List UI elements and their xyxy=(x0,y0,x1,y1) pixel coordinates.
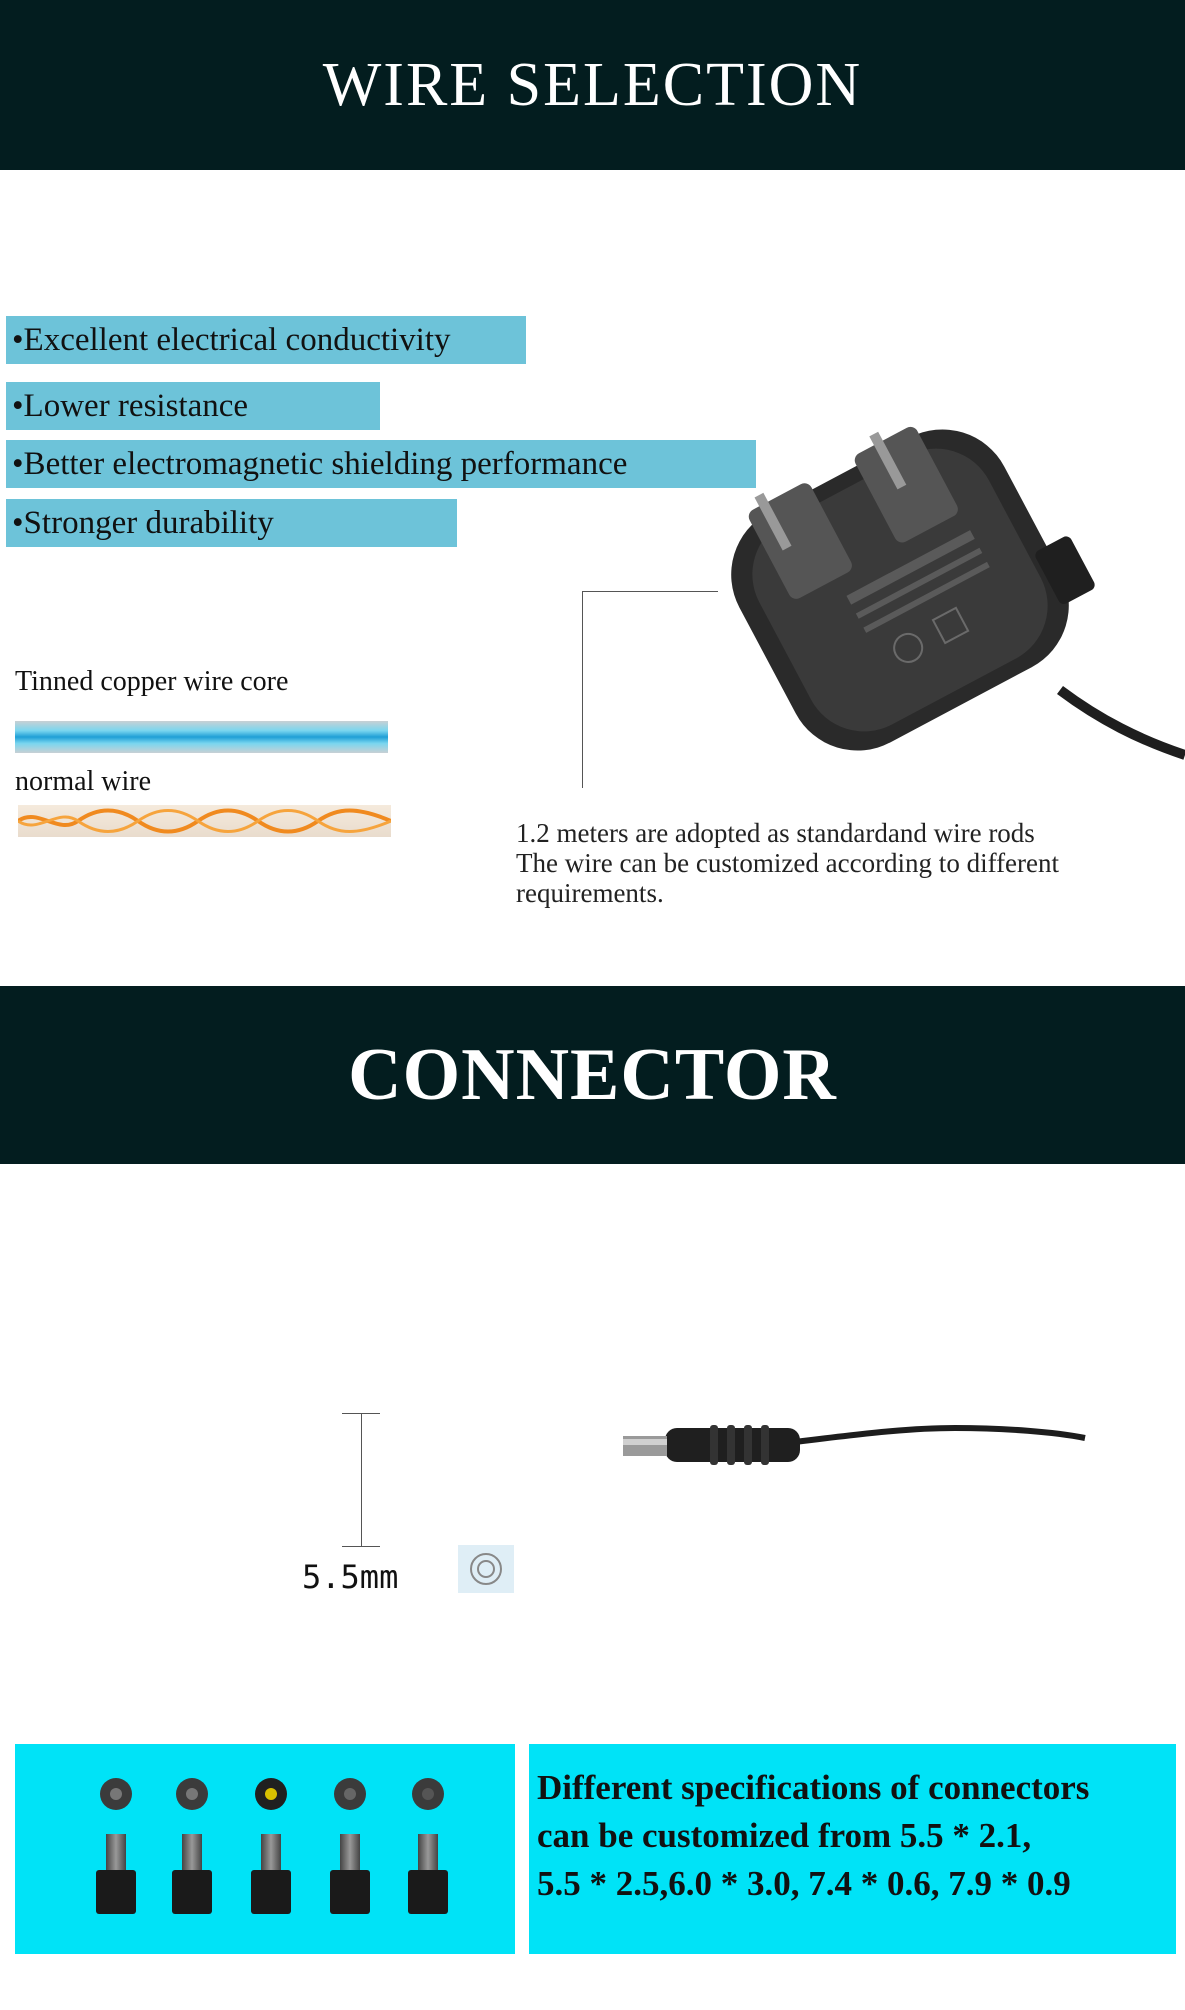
connector-spec-line: 5.5 * 2.5,6.0 * 3.0, 7.4 * 0.6, 7.9 * 0.… xyxy=(537,1864,1071,1903)
connector-title: CONNECTOR xyxy=(348,1033,837,1116)
dimension-bracket-line xyxy=(361,1413,362,1546)
feature-shielding: •Better electromagnetic shielding perfor… xyxy=(6,440,756,488)
wire-length-description: 1.2 meters are adopted as standardand wi… xyxy=(516,818,1181,908)
feature-conductivity: •Excellent electrical conductivity xyxy=(6,316,526,364)
wire-description-line: 1.2 meters are adopted as standardand wi… xyxy=(516,818,1035,848)
feature-durability: •Stronger durability xyxy=(6,499,457,547)
wire-description-line: The wire can be customized according to … xyxy=(516,848,1060,878)
wire-selection-header: WIRE SELECTION xyxy=(0,0,1185,170)
connector-header: CONNECTOR xyxy=(0,986,1185,1164)
length-bracket-line xyxy=(582,591,583,788)
connector-spec-line: Different specifications of connectors xyxy=(537,1768,1090,1807)
connector-spec-line: can be customized from 5.5 * 2.1, xyxy=(537,1816,1032,1855)
connector-end-icon xyxy=(458,1545,514,1593)
connector-spec-description: Different specifications of connectors c… xyxy=(537,1764,1177,1908)
power-adapter-image xyxy=(730,420,1185,800)
length-bracket-top xyxy=(582,591,718,592)
dc-plug-image xyxy=(615,1410,1090,1480)
wire-selection-title: WIRE SELECTION xyxy=(322,50,863,119)
connector-tips-image xyxy=(15,1744,515,1954)
dimension-bracket-bottom xyxy=(342,1546,380,1547)
wire-description-line: requirements. xyxy=(516,878,664,908)
copper-wire-image xyxy=(15,721,388,753)
dimension-label: 5.5mm xyxy=(302,1558,399,1596)
normal-wire-image xyxy=(16,805,392,837)
feature-resistance: •Lower resistance xyxy=(6,382,380,430)
copper-wire-label: Tinned copper wire core xyxy=(15,666,289,697)
connector-spec-panel xyxy=(529,1744,1176,1954)
normal-wire-label: normal wire xyxy=(15,766,152,797)
